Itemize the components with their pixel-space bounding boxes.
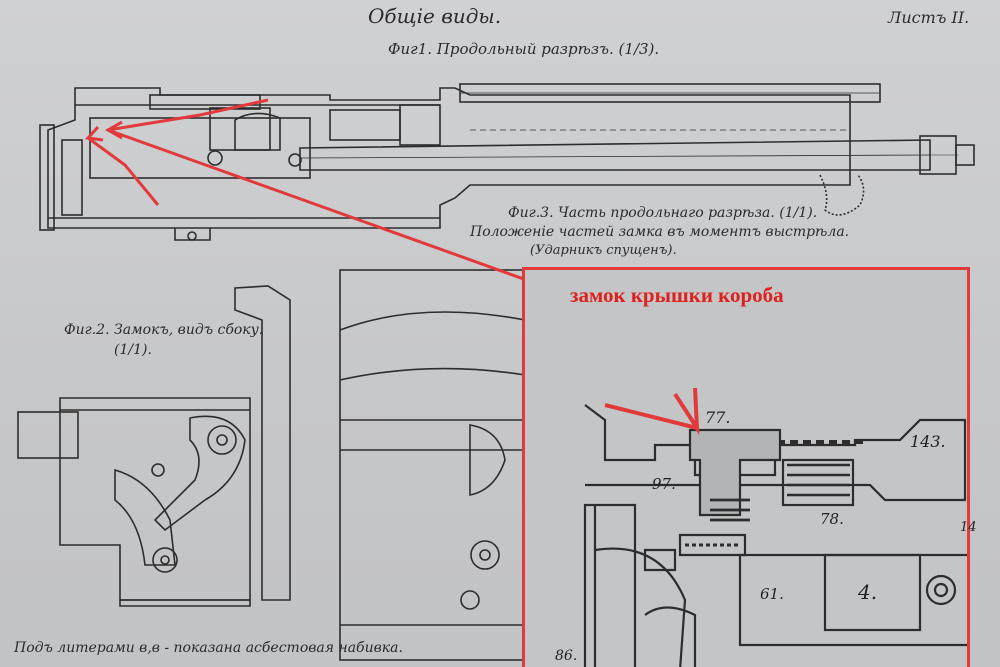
- inset-pointer-arrow: [604, 387, 700, 436]
- fig3-subcaption: Положеніе частей замка въ моментъ выстрѣ…: [470, 224, 850, 240]
- part-number-14: 14: [960, 520, 977, 535]
- magnified-inset: [522, 267, 970, 667]
- part-number-61: 61.: [760, 585, 784, 603]
- part-number-143: 143.: [910, 432, 946, 451]
- part-number-4: 4.: [858, 580, 878, 604]
- fig1-caption: Фиг1. Продольный разрѣзъ. (1/3).: [388, 40, 660, 58]
- sheet-title: Общіе виды.: [368, 4, 502, 28]
- inset-label: замок крышки короба: [570, 283, 784, 307]
- inset-drawing: [583, 387, 967, 667]
- footer-note: Подъ литерами в,в - показана асбестовая …: [14, 640, 403, 656]
- fig2-lock-side-view: [17, 285, 291, 607]
- pointer-arrows: [84, 98, 561, 294]
- fig3-caption: Фиг.3. Часть продольнаго разрѣза. (1/1).: [508, 205, 818, 221]
- part-number-77: 77.: [705, 408, 731, 427]
- part-number-97: 97.: [652, 475, 676, 493]
- part-number-78: 78.: [820, 510, 844, 528]
- fig1-longitudinal-section: [39, 83, 975, 241]
- fig2-caption: Фиг.2. Замокъ, видъ сбоку.: [64, 322, 264, 338]
- fig2-scale: (1/1).: [114, 342, 152, 358]
- part-number-86: 86.: [555, 648, 578, 664]
- fig3-partial-section: [339, 269, 526, 661]
- fig3-note: (Ударникъ спущенъ).: [530, 243, 677, 258]
- sheet-number: Листъ II.: [888, 8, 970, 27]
